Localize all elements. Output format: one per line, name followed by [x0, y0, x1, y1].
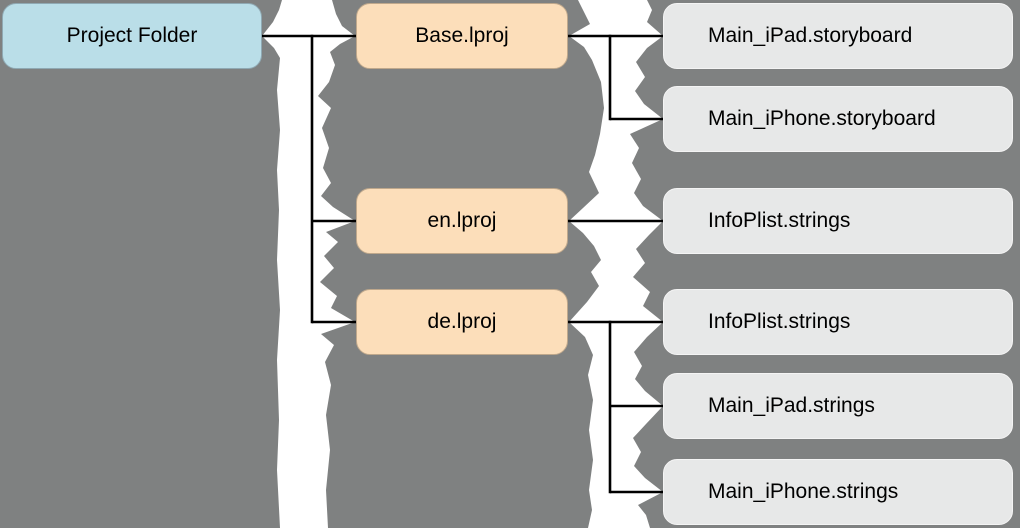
- node-infoplist-strings-en: InfoPlist.strings: [663, 188, 1013, 254]
- node-en-lproj: en.lproj: [356, 188, 568, 254]
- node-label: de.lproj: [427, 310, 497, 333]
- node-label: Main_iPhone.strings: [708, 480, 899, 503]
- node-base-lproj: Base.lproj: [356, 3, 568, 69]
- node-label: InfoPlist.strings: [708, 209, 851, 232]
- node-project-folder: Project Folder: [2, 3, 262, 69]
- node-label: Main_iPad.storyboard: [708, 24, 913, 47]
- node-main-iphone-strings: Main_iPhone.strings: [663, 459, 1013, 525]
- torn-edge-left: [262, 0, 355, 528]
- node-label: Base.lproj: [415, 24, 509, 47]
- node-label: InfoPlist.strings: [708, 310, 851, 333]
- node-de-lproj: de.lproj: [356, 289, 568, 355]
- torn-edge-right: [569, 0, 663, 528]
- node-label: Main_iPhone.storyboard: [708, 107, 936, 130]
- node-main-ipad-storyboard: Main_iPad.storyboard: [663, 3, 1013, 69]
- node-label: Main_iPad.strings: [708, 394, 875, 417]
- connector-lines: [262, 34, 663, 494]
- node-infoplist-strings-de: InfoPlist.strings: [663, 289, 1013, 355]
- node-label: Project Folder: [66, 24, 198, 47]
- node-main-iphone-storyboard: Main_iPhone.storyboard: [663, 86, 1013, 152]
- node-label: en.lproj: [427, 209, 497, 232]
- node-main-ipad-strings: Main_iPad.strings: [663, 373, 1013, 439]
